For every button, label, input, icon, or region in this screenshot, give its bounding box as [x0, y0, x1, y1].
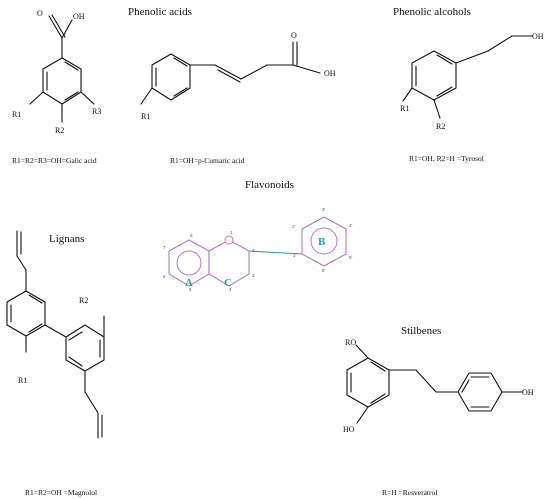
gallic-r3-label: R3 — [92, 107, 101, 116]
resveratrol-ro-label: RO — [345, 338, 356, 347]
resveratrol-ring-2 — [457, 372, 503, 412]
tyrosol-r2-label: R2 — [436, 122, 445, 131]
resveratrol-oh-label: OH — [522, 388, 534, 397]
cumaric-r1-label: R1 — [141, 112, 150, 121]
magnolol-ring-2 — [65, 324, 105, 372]
tyrosol-r1-label: R1 — [400, 104, 409, 113]
resveratrol-ring-1 — [346, 357, 390, 408]
gallic-acid-structure: O OH R1 R2 R3 — [12, 9, 101, 135]
tyrosol-structure: OH R1 R2 — [400, 32, 544, 131]
tyrosol-ring — [411, 50, 457, 101]
title-phenolic-acids: Phenolic acids — [128, 6, 192, 18]
magnolol-r2-label: R2 — [79, 296, 88, 305]
position-5-prime: 5' — [349, 255, 353, 260]
ring-b-aromatic-circle — [310, 227, 338, 255]
resveratrol-structure: RO HO OH — [343, 338, 534, 434]
ring-b — [301, 216, 347, 267]
title-flavonoids: Flavonoids — [245, 179, 294, 191]
ring-label-b: B — [318, 236, 326, 248]
position-5: 5 — [189, 287, 192, 292]
oxygen-atom — [224, 235, 234, 245]
position-4: 4 — [229, 287, 232, 292]
ring-label-c: C — [224, 277, 232, 289]
position-3: 3 — [252, 273, 255, 278]
gallic-ring — [42, 57, 82, 105]
title-stilbenes: Stilbenes — [401, 325, 441, 337]
tyrosol-oh-label: OH — [532, 32, 544, 41]
position-6: 6 — [163, 274, 166, 279]
position-3-prime: 3' — [322, 207, 326, 212]
cumaric-o-label: O — [291, 31, 297, 40]
caption-magnolol: R1=R2=OH =Magnolol — [25, 488, 97, 497]
gallic-r2-label: R2 — [55, 126, 64, 135]
position-2-prime: 2' — [292, 224, 296, 229]
c2-c1prime-bond — [248, 250, 303, 255]
position-7: 7 — [163, 245, 166, 250]
caption-gallic-acid: R1=R2=R3=OH=Galic acid — [12, 156, 97, 165]
gallic-oh-label: OH — [73, 12, 85, 21]
title-phenolic-alcohols: Phenolic alcohols — [393, 6, 471, 18]
position-8: 8 — [190, 233, 193, 238]
position-4-prime: 4' — [349, 223, 353, 228]
position-1-prime: 1' — [293, 253, 297, 258]
caption-resveratrol: R=H =Resveratrol — [382, 488, 437, 497]
caption-cumaric-acid: R1=OH=p-Cumaric acid — [170, 156, 245, 165]
position-6-prime: 6' — [322, 268, 326, 273]
caption-tyrosol: R1=OH, R2=H =Tyrosol — [409, 154, 484, 163]
ring-a-aromatic-circle — [176, 250, 202, 276]
ring-label-a: A — [185, 277, 193, 289]
title-lignans: Lignans — [49, 233, 84, 245]
resveratrol-ho-label: HO — [343, 425, 355, 434]
gallic-o-label: O — [37, 9, 43, 18]
magnolol-ring-1 — [6, 290, 46, 337]
position-1: 1 — [230, 230, 233, 235]
magnolol-structure: R1 R2 — [6, 230, 105, 439]
cumaric-acid-structure: O OH R1 — [140, 31, 336, 121]
magnolol-r1-label: R1 — [18, 376, 27, 385]
cumaric-oh-label: OH — [324, 69, 336, 78]
cumaric-ring — [151, 53, 191, 101]
gallic-r1-label: R1 — [12, 110, 21, 119]
flavonoid-structure: A B C 1 2 3 4 5 6 7 8 1' 2' 3' 4' 5' 6' — [163, 207, 353, 292]
position-2: 2 — [252, 248, 255, 253]
